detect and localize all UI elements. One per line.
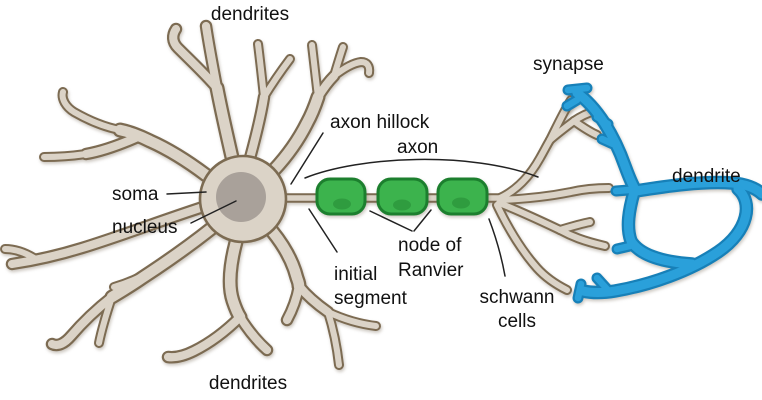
schwann-cell-nucleus bbox=[393, 199, 411, 211]
dendrite-right-label: dendrite bbox=[672, 166, 741, 187]
schwann-cells-label-line2: cells bbox=[498, 311, 536, 332]
node-of-ranvier-leader-line bbox=[369, 210, 413, 232]
labels: dendrites soma nucleus axon hillock axon… bbox=[112, 4, 741, 394]
synaptic-contact-stub bbox=[568, 88, 587, 90]
node-of-ranvier-leader-line bbox=[413, 209, 432, 232]
node-of-ranvier-label-line2: Ranvier bbox=[398, 260, 464, 281]
presynaptic-neuron bbox=[5, 26, 609, 365]
dendrite-branch bbox=[44, 154, 86, 157]
axon-hillock-label: axon hillock bbox=[330, 112, 430, 133]
synapse-label: synapse bbox=[533, 54, 604, 75]
dendrites-top-label: dendrites bbox=[211, 4, 289, 25]
schwann-cells-label-line1: schwann bbox=[480, 287, 555, 308]
soma-leader-line bbox=[166, 191, 207, 195]
dendrite-branch bbox=[264, 59, 290, 97]
synaptic-contact-stub bbox=[617, 246, 630, 249]
leader-lines bbox=[166, 132, 539, 277]
initial-segment-label-line1: initial bbox=[334, 264, 377, 285]
schwann-cell bbox=[376, 177, 429, 216]
initial-segment-label-line2: segment bbox=[334, 288, 408, 309]
dendrite-branch bbox=[274, 97, 318, 170]
synaptic-contact-stub bbox=[578, 284, 581, 298]
axon-label: axon bbox=[397, 137, 438, 158]
axon-hillock-leader-line bbox=[290, 132, 324, 185]
schwann-cell bbox=[315, 177, 367, 216]
initial-segment-leader-line bbox=[308, 208, 338, 253]
dendrites-bottom-label: dendrites bbox=[209, 373, 287, 394]
nucleus-shape bbox=[216, 172, 266, 222]
node-of-ranvier-label-line1: node of bbox=[398, 235, 462, 256]
nucleus-label: nucleus bbox=[112, 217, 178, 238]
soma-label: soma bbox=[112, 184, 159, 205]
schwann-cells-leader-line bbox=[488, 218, 506, 277]
schwann-cell-nucleus bbox=[452, 197, 470, 209]
synaptic-contact-stub bbox=[602, 139, 613, 144]
dendrite-branch bbox=[230, 242, 240, 317]
myelin-sheath bbox=[315, 177, 489, 216]
axon-bracket-line bbox=[304, 158, 539, 179]
schwann-cell bbox=[436, 177, 489, 216]
schwann-cell-nucleus bbox=[333, 198, 351, 210]
synaptic-contact-stub bbox=[616, 190, 629, 191]
nucleus-leader-line bbox=[190, 200, 237, 224]
